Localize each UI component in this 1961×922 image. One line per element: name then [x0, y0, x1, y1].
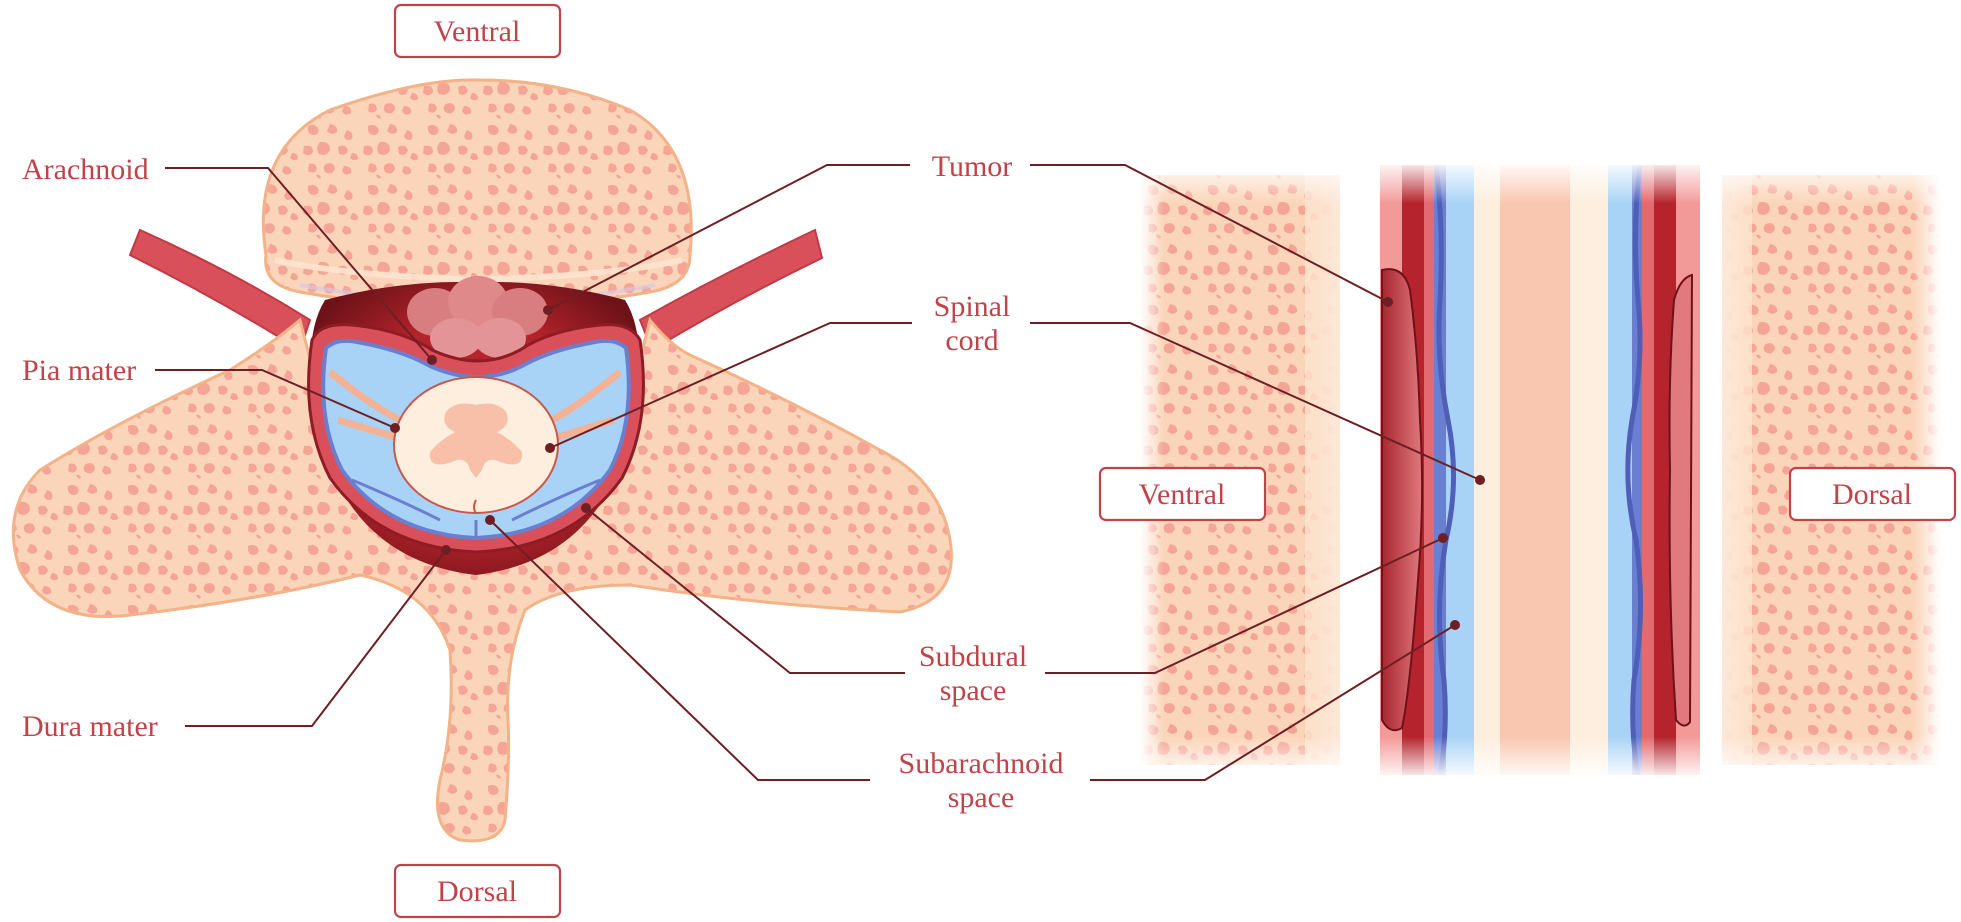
label-subdural-line2: space: [940, 674, 1007, 707]
label-dura-mater: Dura mater: [22, 710, 158, 743]
label-subarachnoid-line2: space: [948, 781, 1015, 814]
svg-text:Dorsal: Dorsal: [437, 875, 517, 908]
orientation-ventral-axial: Ventral: [393, 3, 562, 59]
label-arachnoid: Arachnoid: [22, 153, 149, 186]
svg-text:Dorsal: Dorsal: [1832, 478, 1912, 511]
label-subdural-line1: Subdural: [919, 640, 1027, 673]
label-spinal-cord-line1: Spinal: [934, 290, 1011, 323]
svg-text:Ventral: Ventral: [434, 15, 521, 48]
svg-text:Ventral: Ventral: [1139, 478, 1226, 511]
label-spinal-cord-line2: cord: [945, 324, 998, 357]
grey-matter: [429, 403, 523, 478]
orientation-ventral-sagittal: Ventral: [1098, 466, 1267, 522]
tumor-mass-axial: [407, 276, 548, 358]
orientation-dorsal-axial: Dorsal: [393, 863, 562, 919]
orientation-dorsal-sagittal: Dorsal: [1788, 466, 1957, 522]
axial-section: [11, 78, 953, 843]
label-tumor: Tumor: [932, 150, 1013, 183]
label-pia-mater: Pia mater: [22, 354, 136, 387]
leader-lines: [155, 164, 1485, 781]
sagittal-section: [1130, 160, 1950, 780]
vertebral-body: [261, 78, 693, 310]
label-subarachnoid-line1: Subarachnoid: [899, 747, 1064, 780]
vertebral-arch: [11, 316, 953, 843]
